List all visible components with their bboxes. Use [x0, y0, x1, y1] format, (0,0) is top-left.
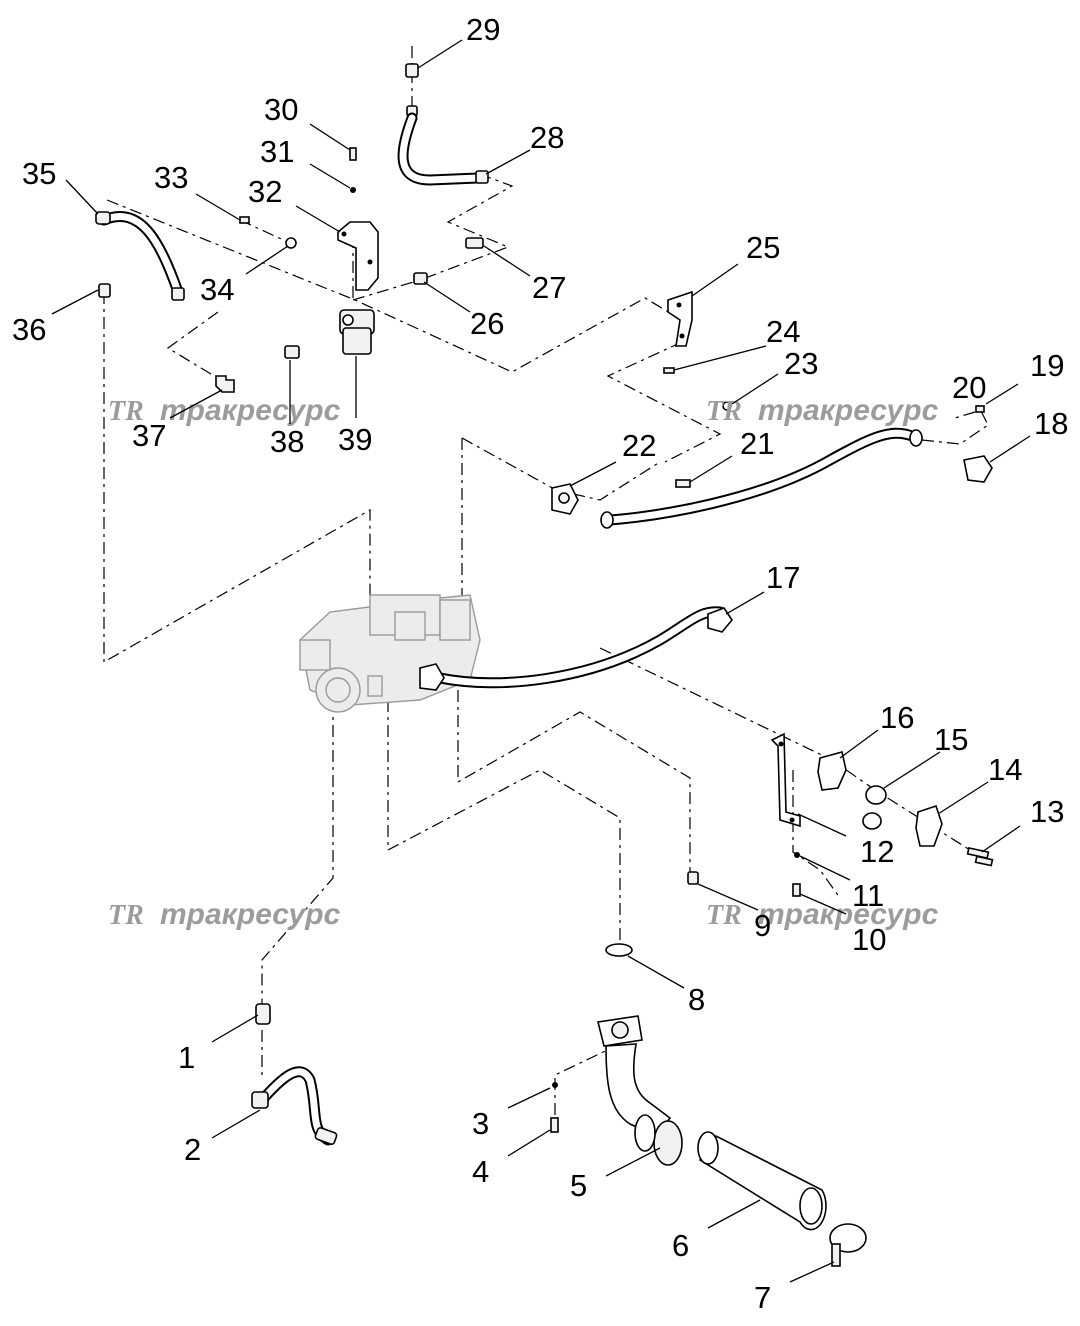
watermark-logo: TR — [108, 900, 144, 931]
hose-sleeve-6 — [697, 1131, 827, 1231]
callout-16: 16 — [880, 700, 914, 735]
callout-5: 5 — [570, 1168, 587, 1203]
hose-2 — [251, 1066, 338, 1146]
watermark-logo: TR — [706, 900, 742, 931]
callout-11: 11 — [852, 878, 884, 913]
clamp-14 — [915, 804, 943, 847]
callout-2: 2 — [184, 1132, 201, 1167]
callout-12: 12 — [860, 834, 894, 869]
fitting-9 — [687, 871, 699, 885]
callout-19: 19 — [1030, 348, 1064, 383]
hose-28 — [397, 112, 489, 186]
washer-11 — [794, 852, 800, 858]
callout-26: 26 — [470, 306, 504, 341]
oring-8 — [605, 943, 633, 957]
watermark-text: тракресурс — [758, 394, 939, 427]
fitting-38 — [284, 345, 300, 359]
callout-8: 8 — [688, 982, 705, 1017]
callout-15: 15 — [934, 722, 968, 757]
callout-35: 35 — [22, 156, 56, 191]
callout-18: 18 — [1034, 406, 1068, 441]
callout-4: 4 — [472, 1154, 489, 1189]
callout-29: 29 — [466, 12, 500, 47]
bolt-24 — [663, 367, 675, 374]
washer-31 — [350, 187, 356, 193]
clip-18 — [963, 455, 993, 483]
flange-22 — [551, 483, 579, 515]
callout-6: 6 — [672, 1228, 689, 1263]
callout-28: 28 — [530, 120, 564, 155]
callout-1: 1 — [178, 1040, 195, 1075]
filter-39 — [339, 309, 375, 355]
assembly-dash-lines — [103, 46, 989, 1120]
bolt-4 — [550, 1117, 559, 1133]
bracket-32 — [337, 221, 379, 291]
callout-leaders — [51, 39, 1031, 1283]
callout-23: 23 — [784, 346, 818, 381]
callout-9: 9 — [754, 908, 771, 943]
callout-38: 38 — [270, 424, 304, 459]
hose-upper — [600, 427, 923, 529]
elbow-pipe-5 — [597, 1015, 683, 1166]
callout-30: 30 — [264, 92, 298, 127]
watermark-logo: TR — [108, 396, 144, 427]
bolt-10 — [792, 883, 801, 897]
washer-3 — [552, 1082, 558, 1088]
callout-27: 27 — [532, 270, 566, 305]
hose-clamp-7 — [829, 1223, 867, 1267]
watermark-text: тракресурс — [160, 394, 341, 427]
clamp-16 — [817, 751, 847, 791]
callout-25: 25 — [746, 230, 780, 265]
callout-numbers: 1 2 3 4 5 6 7 8 9 10 11 12 13 14 15 16 1… — [12, 12, 1068, 1315]
hose-35 — [95, 211, 185, 301]
fitting-36 — [98, 283, 111, 298]
callout-17: 17 — [766, 560, 800, 595]
callout-31: 31 — [260, 134, 294, 169]
screw-33 — [239, 216, 250, 224]
hydraulic-pump — [299, 594, 481, 713]
fitting-27 — [465, 237, 484, 249]
callout-36: 36 — [12, 312, 46, 347]
bolt-13 — [966, 847, 994, 867]
watermark-2: TR тракресурс — [706, 394, 939, 427]
callout-3: 3 — [472, 1106, 489, 1141]
callout-20: 20 — [952, 370, 986, 405]
fitting-1 — [255, 1003, 271, 1025]
callout-22: 22 — [622, 428, 656, 463]
watermark-4: TR тракресурс — [706, 898, 939, 931]
callout-39: 39 — [338, 422, 372, 457]
washer-34 — [285, 237, 297, 249]
callout-10: 10 — [852, 922, 886, 957]
bracket-12 — [770, 732, 801, 828]
callout-13: 13 — [1030, 794, 1064, 829]
watermark-text: тракресурс — [160, 898, 341, 931]
bolt-30 — [349, 147, 357, 161]
callout-37: 37 — [132, 418, 166, 453]
bushing-15 — [862, 785, 887, 830]
bolt-21 — [675, 479, 691, 488]
callout-24: 24 — [766, 314, 800, 349]
watermark-text: тракресурс — [758, 898, 939, 931]
callout-34: 34 — [200, 272, 234, 307]
bolt-20 — [975, 405, 985, 413]
callout-21: 21 — [740, 426, 774, 461]
washer-23 — [722, 401, 732, 411]
watermark-3: TR тракресурс — [108, 898, 341, 931]
callout-32: 32 — [248, 174, 282, 209]
callout-33: 33 — [154, 160, 188, 195]
watermark-1: TR тракресурс — [108, 394, 341, 427]
bracket-25 — [667, 290, 693, 347]
fitting-26 — [413, 272, 428, 285]
elbow-37 — [215, 375, 235, 393]
callout-14: 14 — [988, 752, 1022, 787]
callout-7: 7 — [754, 1280, 771, 1315]
